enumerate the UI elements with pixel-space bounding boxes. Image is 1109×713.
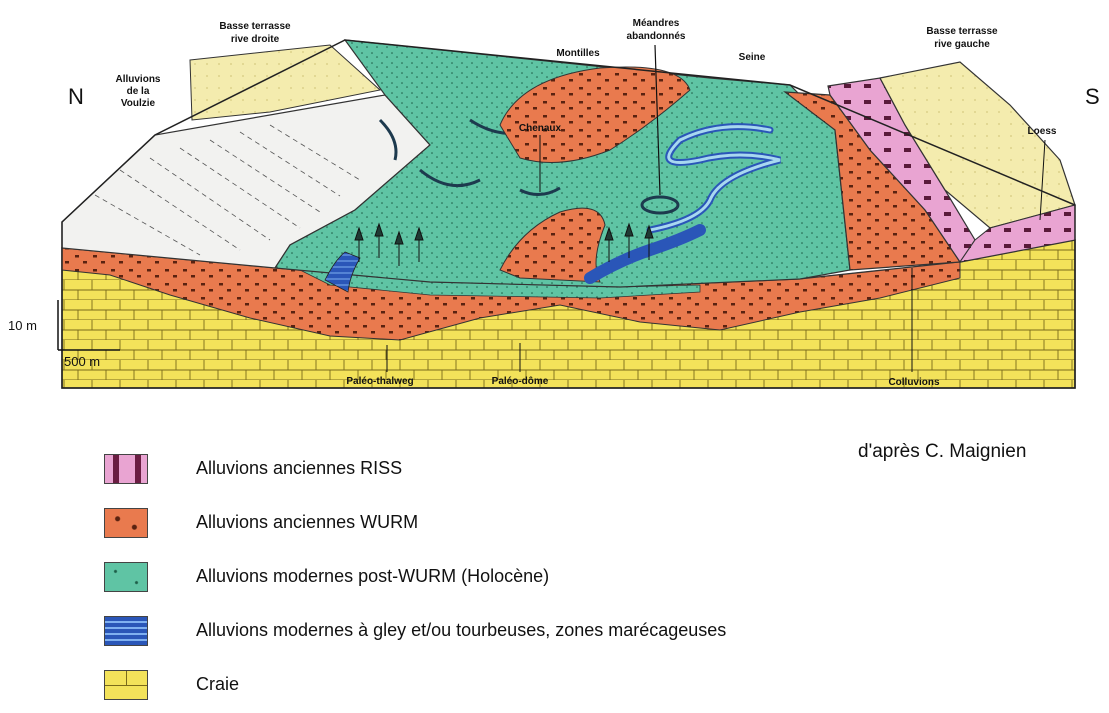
scale-vertical: 10 m xyxy=(8,318,37,333)
label-colluvions: Colluvions xyxy=(888,377,940,388)
label-montilles: Montilles xyxy=(556,48,600,59)
scale-horizontal: 500 m xyxy=(64,354,100,369)
legend-label: Alluvions modernes post-WURM (Holocène) xyxy=(196,566,549,587)
label-voulzie-1: Alluvions xyxy=(115,74,160,85)
label-voulzie-2: de la xyxy=(127,86,150,97)
label-paleo-thalweg: Paléo-thalweg xyxy=(346,376,413,387)
holocene-swatch-icon xyxy=(104,562,148,592)
label-basse-terrasse-rg-1: Basse terrasse xyxy=(926,26,998,37)
label-basse-terrasse-rg-2: rive gauche xyxy=(934,39,990,50)
label-basse-terrasse-rd-1: Basse terrasse xyxy=(219,21,291,32)
wurm-swatch-icon xyxy=(104,508,148,538)
label-meandres-1: Méandres xyxy=(633,18,680,29)
legend-label: Alluvions anciennes WURM xyxy=(196,512,418,533)
legend-label: Craie xyxy=(196,674,239,695)
legend-label: Alluvions anciennes RISS xyxy=(196,458,402,479)
label-meandres-2: abandonnés xyxy=(627,31,686,42)
legend-label: Alluvions modernes à gley et/ou tourbeus… xyxy=(196,620,726,641)
riss-swatch-icon xyxy=(104,454,148,484)
craie-swatch-icon xyxy=(104,670,148,700)
south-label: S xyxy=(1085,84,1100,109)
gley-swatch-icon xyxy=(104,616,148,646)
geological-block-diagram: N S Basse terrasse rive droite Alluvions… xyxy=(0,0,1109,440)
label-chenaux: Chenaux xyxy=(519,123,562,134)
label-paleo-dome: Paléo-dôme xyxy=(492,376,549,387)
label-loess: Loess xyxy=(1028,126,1057,137)
label-basse-terrasse-rd-2: rive droite xyxy=(231,34,280,45)
credit-text: d'après C. Maignien xyxy=(858,441,1026,463)
label-voulzie-3: Voulzie xyxy=(121,98,156,109)
north-label: N xyxy=(68,84,84,109)
label-seine: Seine xyxy=(739,52,766,63)
